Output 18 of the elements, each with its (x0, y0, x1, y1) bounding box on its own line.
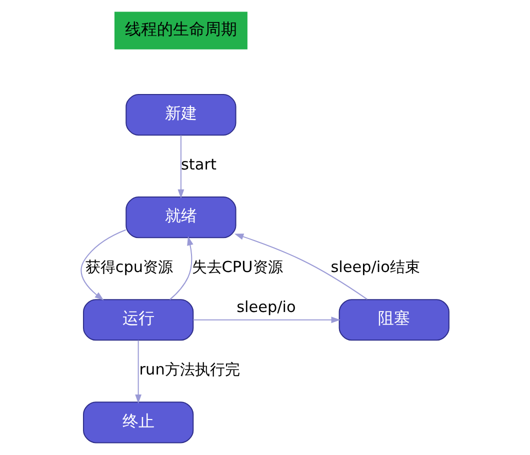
node-box: 终止 (82, 402, 194, 444)
arrow (80, 229, 126, 300)
arrow (234, 234, 368, 300)
arrow (178, 135, 184, 199)
node-box: 新建 (126, 94, 236, 136)
arrow (169, 236, 194, 300)
node-box: 运行 (82, 299, 194, 341)
node-box: 就绪 (126, 196, 236, 238)
edge-label: start (180, 156, 216, 174)
node-box: 线程的生命周期 (114, 12, 248, 50)
edge-label: 获得cpu资源 (85, 258, 174, 276)
arrow (193, 316, 340, 324)
edge-label: sleep/io (236, 298, 296, 316)
edge-label: 失去CPU资源 (192, 258, 283, 276)
arrow (135, 340, 142, 404)
edge-label: sleep/io结束 (330, 258, 420, 276)
edge-label: run方法执行完 (139, 360, 240, 379)
node-box: 阻塞 (338, 299, 450, 341)
